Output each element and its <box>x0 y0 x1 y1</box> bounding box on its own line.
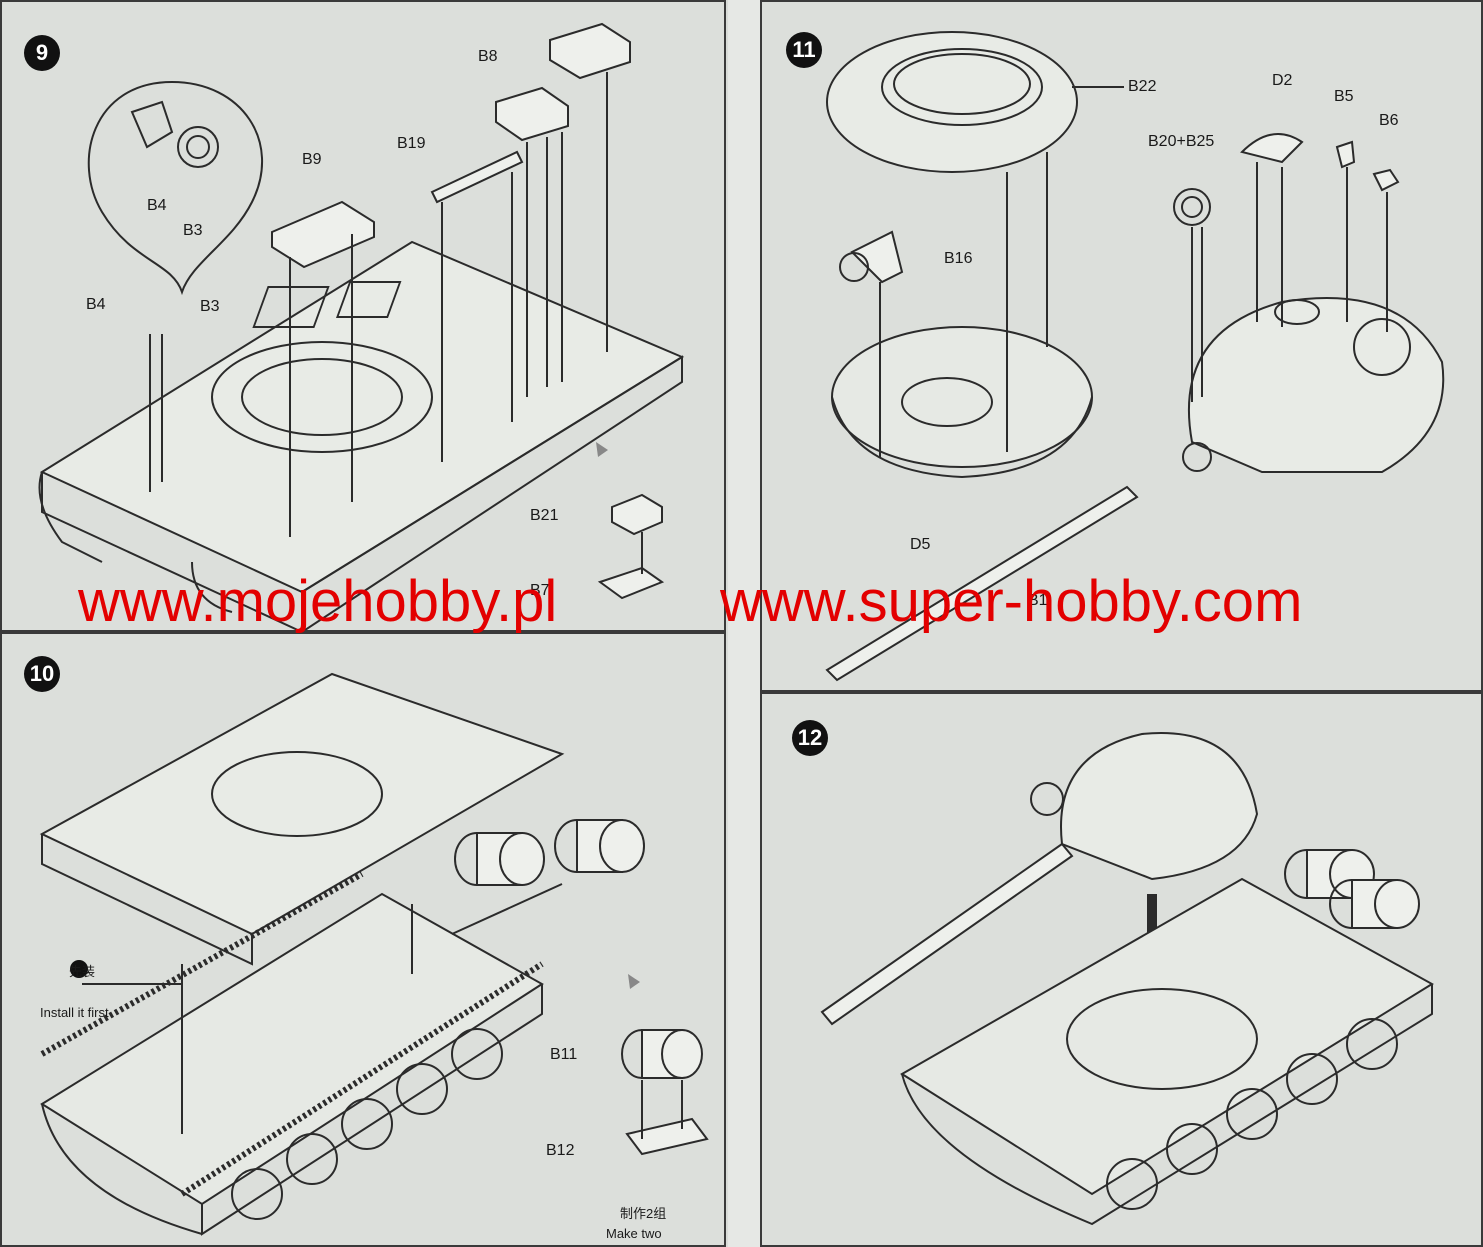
label-b12: B12 <box>546 1142 575 1159</box>
label-d5: D5 <box>910 536 931 553</box>
label-b19: B19 <box>397 135 426 152</box>
label-barrel: B1 <box>1028 592 1048 609</box>
label-b3-callout: B3 <box>183 222 203 239</box>
label-b9: B9 <box>302 151 322 168</box>
install-first-note-cn: 先装 <box>69 964 96 979</box>
label-b8: B8 <box>478 48 498 65</box>
step-12-final-assembly-drawing <box>820 732 1434 1226</box>
label-b11: B11 <box>550 1046 578 1063</box>
make-two-note-cn: 制作2组 <box>620 1206 667 1221</box>
watermark-left: www.mojehobby.pl <box>78 569 558 634</box>
label-b7: B7 <box>530 582 550 599</box>
label-b21: B21 <box>530 507 559 524</box>
step-10-panel: 10 <box>0 632 726 1247</box>
step-12-panel: 12 <box>760 692 1483 1247</box>
make-two-note: Make two <box>606 1226 662 1241</box>
label-b4-callout: B4 <box>147 197 167 214</box>
step-11-panel: 11 <box>760 0 1483 692</box>
label-b3: B3 <box>200 298 220 315</box>
label-b5: B5 <box>1334 88 1354 105</box>
watermark-right: www.super-hobby.com <box>720 569 1303 634</box>
step-12-badge: 12 <box>792 720 828 756</box>
step-9-hull-drawing <box>38 22 685 630</box>
step-11-badge: 11 <box>786 32 822 68</box>
install-first-note: Install it first <box>40 1005 109 1020</box>
step-9-badge: 9 <box>24 35 60 71</box>
label-b4: B4 <box>86 296 106 313</box>
label-b22: B22 <box>1128 78 1157 95</box>
label-b16: B16 <box>944 250 973 267</box>
step-11-turret-drawing <box>825 31 1445 682</box>
step-10-hull-drawing <box>39 672 709 1236</box>
label-b20-b25: B20+B25 <box>1148 133 1215 150</box>
label-b6: B6 <box>1379 112 1399 129</box>
step-10-badge: 10 <box>24 656 60 692</box>
label-d2: D2 <box>1272 72 1293 89</box>
page-gutter <box>728 0 760 1247</box>
step-9-panel: 9 <box>0 0 726 632</box>
